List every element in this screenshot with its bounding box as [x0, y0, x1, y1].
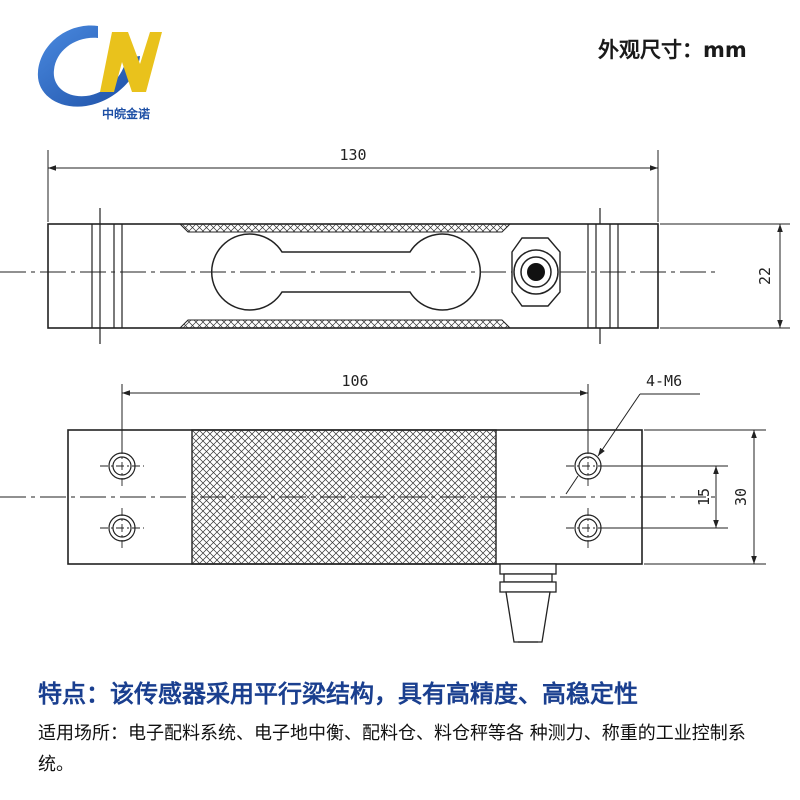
- company-logo: 中皖金诺: [37, 25, 162, 121]
- top-body-outline: [47, 223, 659, 329]
- dimension-hole-span: [121, 384, 589, 452]
- bottom-view: 106 4-M6 15 30: [0, 372, 766, 643]
- dimension-hole-spacing: [604, 465, 728, 529]
- cable-outlet-icon: [499, 563, 557, 643]
- bottom-hatch-area: [191, 429, 497, 565]
- dimension-hole-span-label: 106: [341, 372, 368, 390]
- top-right-end-block: [587, 208, 619, 344]
- features-heading: 特点：该传感器采用平行梁结构，具有高精度、高稳定性: [38, 680, 638, 708]
- application-text: 适用场所：电子配料系统、电子地中衡、配料仓、料仓秤等各 种测力、称重的工业控制系…: [38, 723, 746, 775]
- dumbbell-slot: [211, 233, 481, 311]
- cable-gland-icon: [511, 237, 561, 307]
- top-view: 130 22: [0, 146, 790, 344]
- dimension-height-bottom-label: 30: [732, 488, 750, 506]
- dimension-height-top: [660, 223, 790, 329]
- hole-centerlines: [100, 446, 610, 550]
- dimension-length-top: [47, 150, 659, 222]
- logo-n-letter: [100, 32, 162, 92]
- hole-callout-leader: [565, 393, 700, 495]
- logo-brand-text: 中皖金诺: [102, 106, 150, 121]
- top-left-end-block: [91, 208, 123, 344]
- top-hatch-strip-lower: [178, 319, 512, 329]
- technical-drawing: 130 22: [0, 146, 790, 643]
- dimension-length-label: 130: [339, 146, 366, 164]
- unit-note: 外观尺寸：mm: [598, 38, 747, 62]
- hole-callout-label: 4-M6: [646, 372, 682, 390]
- dimension-height-top-label: 22: [756, 267, 774, 285]
- dimension-height-bottom: [644, 429, 766, 565]
- dimension-hole-spacing-label: 15: [695, 488, 713, 506]
- top-hatch-strip-upper: [178, 223, 512, 233]
